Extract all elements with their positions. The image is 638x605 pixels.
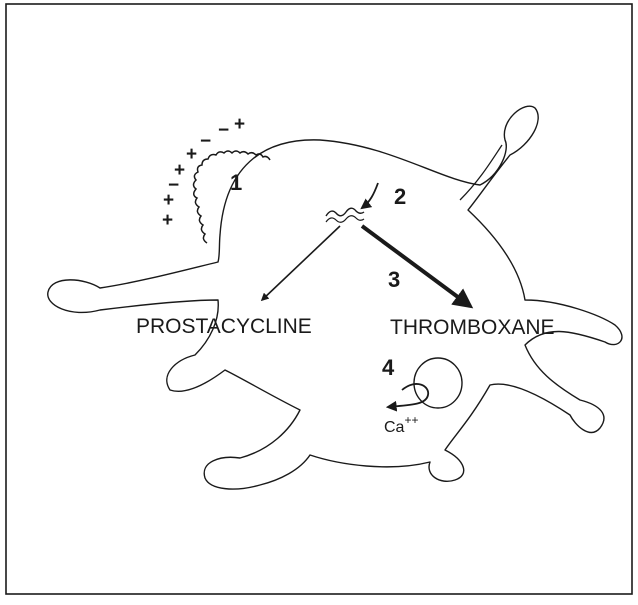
charge-mark: +: [162, 210, 173, 231]
charge-mark: +: [234, 114, 245, 135]
charge-mark: +: [174, 160, 185, 181]
dense-granule: [414, 358, 462, 408]
calcium-ion-label: Ca++: [384, 413, 418, 436]
thromboxane-label: THROMBOXANE: [390, 316, 555, 339]
arachidonic-acid-squiggle: [326, 208, 364, 216]
prostacycline-arrow: [262, 226, 340, 300]
platelet-outline: [48, 106, 622, 489]
figure-border: [6, 4, 632, 594]
calcium-release-arrow: [388, 384, 428, 407]
calcium-ion-charge: ++: [404, 413, 418, 427]
charge-mark: −: [218, 120, 229, 141]
step-1-label: 1: [230, 170, 242, 195]
step-2-label: 2: [394, 184, 406, 209]
arachidonic-acid-squiggle: [326, 216, 364, 223]
corrugated-membrane: [194, 151, 271, 243]
step-2-arrow: [362, 183, 378, 208]
step-4-label: 4: [382, 355, 395, 380]
charge-mark: −: [200, 131, 211, 152]
thromboxane-arrow: [362, 226, 470, 306]
prostacycline-label: PROSTACYCLINE: [136, 315, 312, 338]
step-3-label: 3: [388, 267, 400, 292]
charge-mark: +: [186, 144, 197, 165]
calcium-ion-base: Ca: [384, 419, 405, 436]
